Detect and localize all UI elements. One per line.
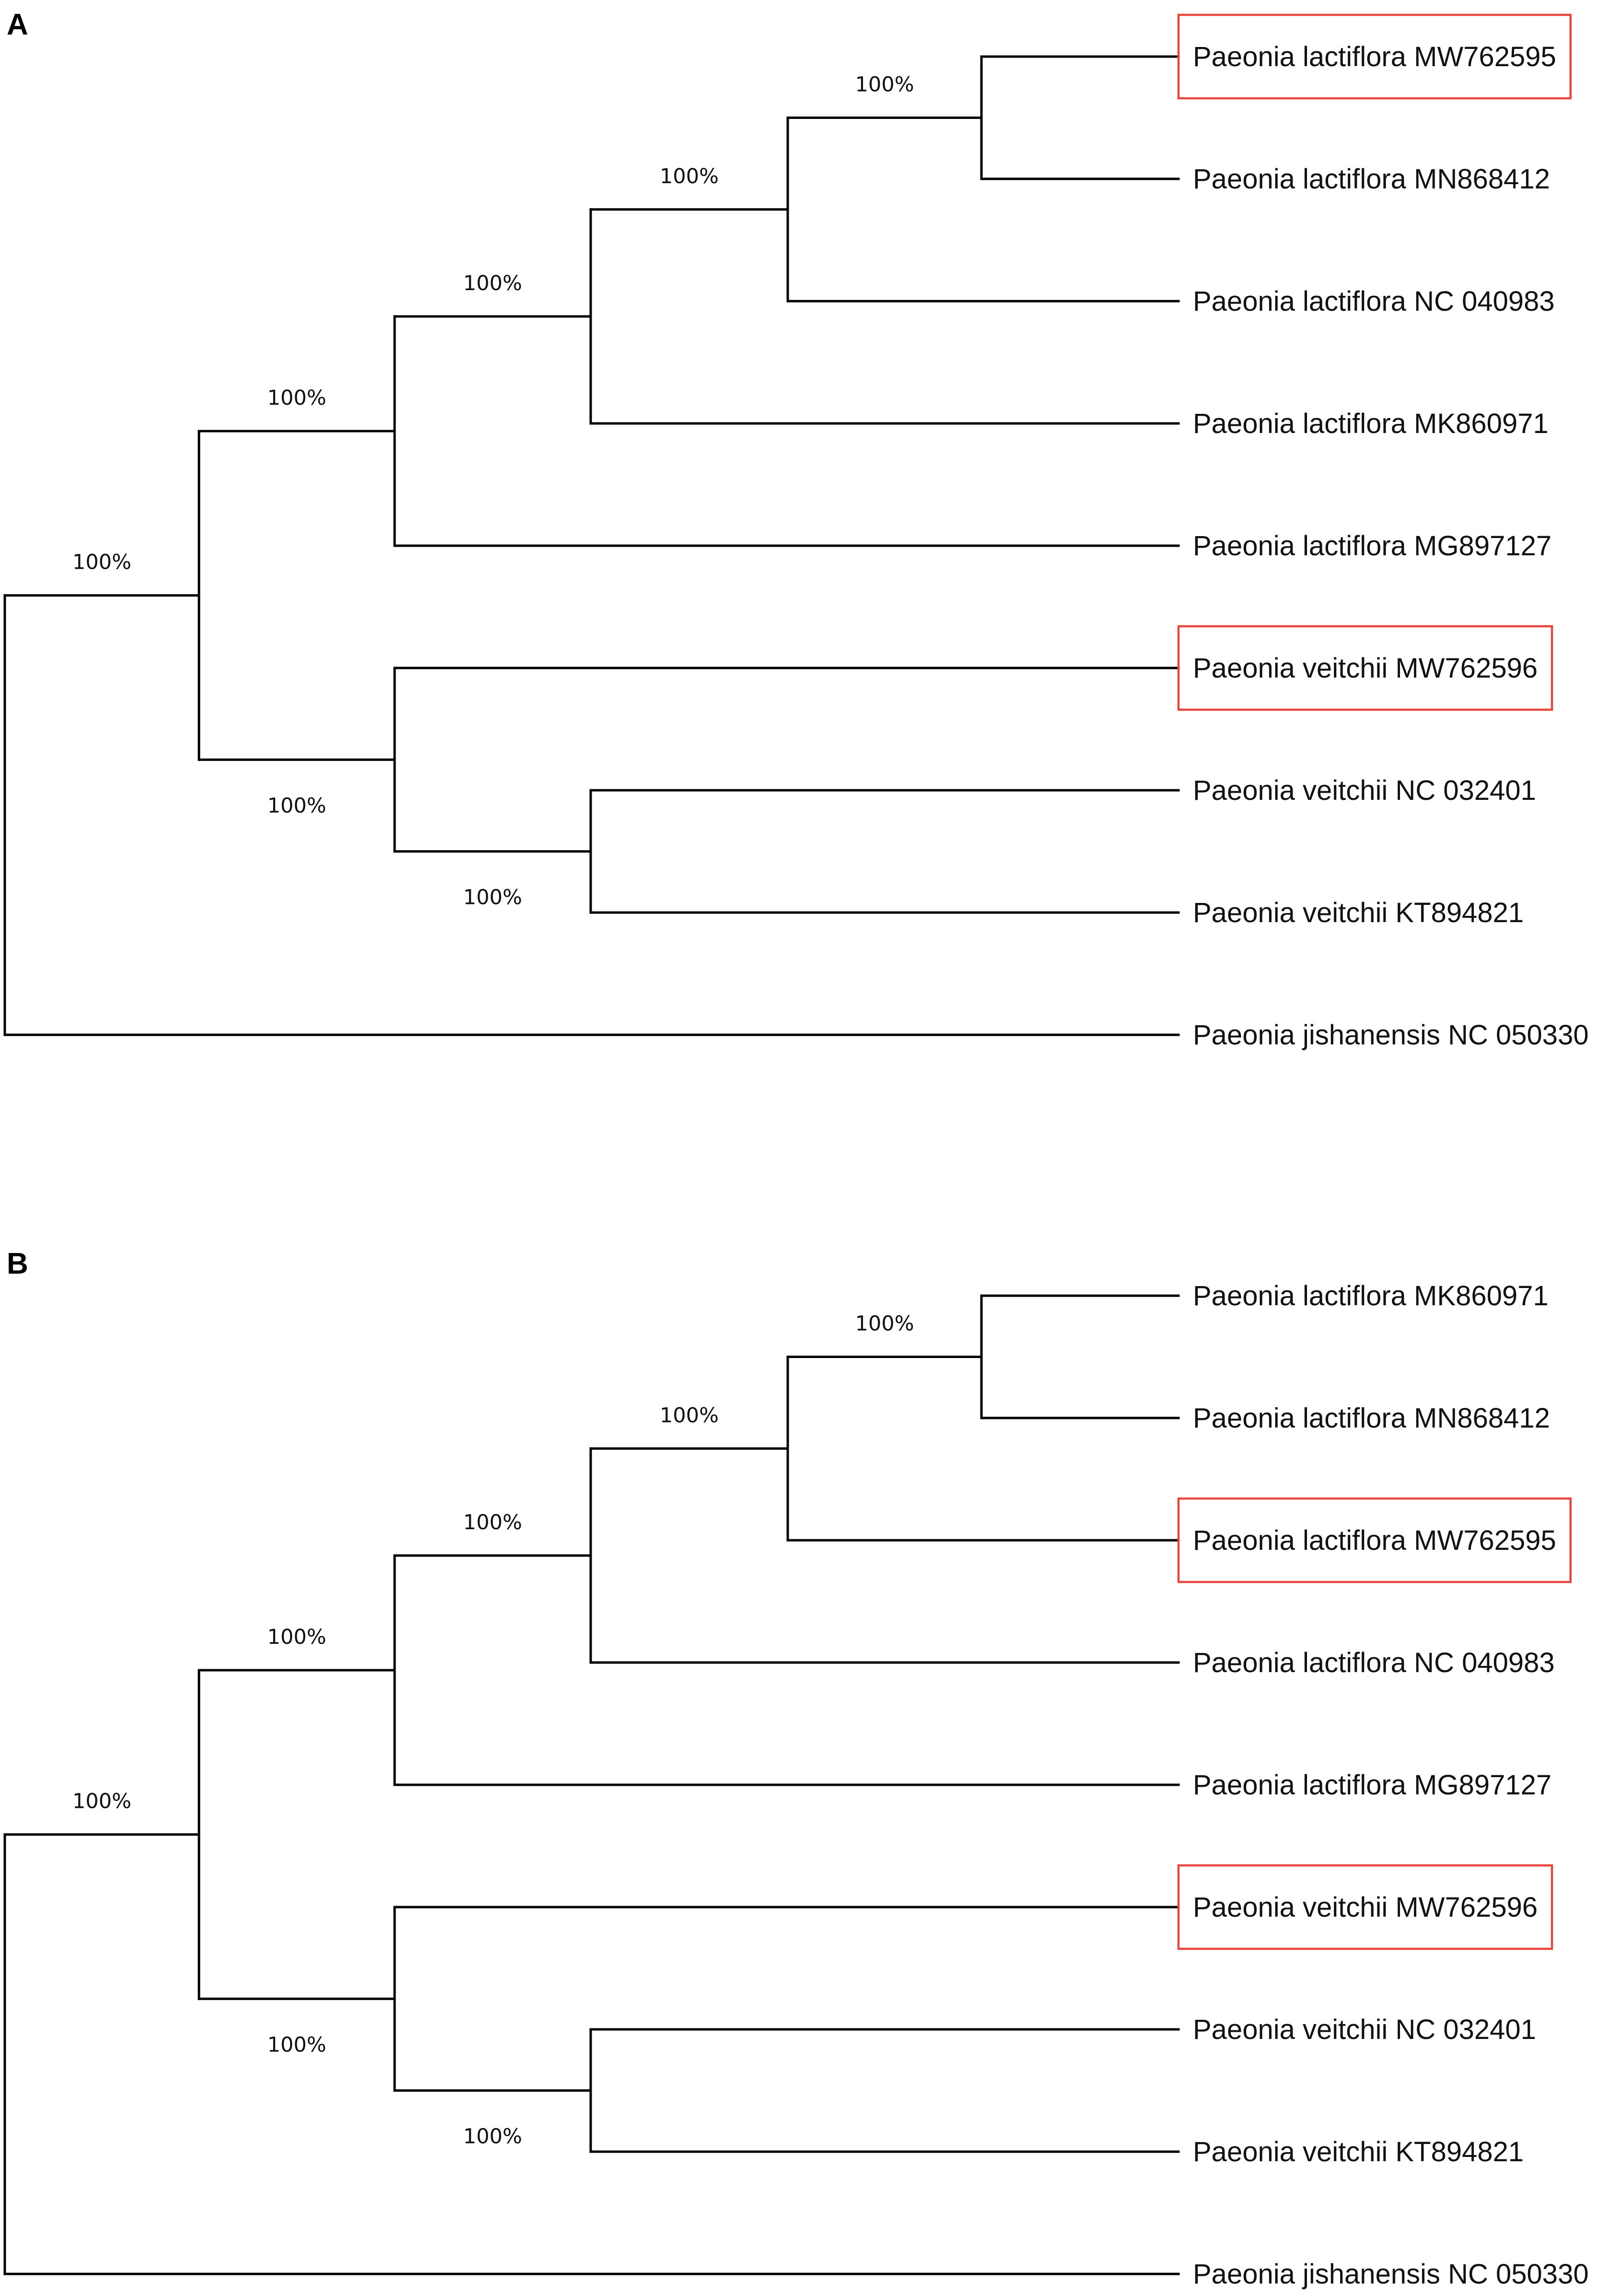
- highlight-box: [1177, 1864, 1553, 1950]
- taxon-label: Paeonia veitchii MW762596: [1193, 1892, 1538, 1923]
- bootstrap-support-label: 100%: [463, 2125, 522, 2149]
- bootstrap-support-label: 100%: [463, 886, 522, 910]
- taxon-label: Paeonia lactiflora MW762595: [1193, 1525, 1556, 1556]
- bootstrap-support-label: 100%: [268, 2033, 327, 2057]
- taxon-label: Paeonia lactiflora NC 040983: [1193, 1647, 1554, 1678]
- taxon-label: Paeonia veitchii KT894821: [1193, 897, 1524, 928]
- taxon-label: Paeonia lactiflora MW762595: [1193, 41, 1556, 72]
- taxon-label: Paeonia jishanensis NC 050330: [1193, 1019, 1588, 1051]
- bootstrap-support-label: 100%: [268, 794, 327, 818]
- bootstrap-support-label: 100%: [463, 1511, 522, 1535]
- taxon-label: Paeonia veitchii KT894821: [1193, 2136, 1524, 2167]
- taxon-label: Paeonia jishanensis NC 050330: [1193, 2259, 1588, 2290]
- taxon-label: Paeonia lactiflora MG897127: [1193, 1769, 1552, 1801]
- taxon-label: Paeonia lactiflora NC 040983: [1193, 286, 1554, 317]
- highlight-box: [1177, 1497, 1572, 1583]
- taxon-label: Paeonia lactiflora MN868412: [1193, 1403, 1550, 1434]
- bootstrap-support-label: 100%: [72, 1790, 131, 1814]
- taxon-label: Paeonia lactiflora MK860971: [1193, 1280, 1549, 1312]
- bootstrap-support-label: 100%: [660, 164, 719, 188]
- taxon-label: Paeonia veitchii NC 032401: [1193, 2014, 1536, 2045]
- tree-panel-a: A 100% 100% 100% 100% 100% 100% 100% Paeonia lac…: [3, 8, 1588, 1051]
- bootstrap-support-label: 100%: [660, 1404, 719, 1428]
- highlight-box: [1177, 13, 1572, 100]
- bootstrap-support-label: 100%: [463, 271, 522, 295]
- bootstrap-support-label: 100%: [855, 1312, 914, 1336]
- bootstrap-support-label: 100%: [268, 386, 327, 410]
- panel-label: B: [7, 1247, 28, 1280]
- bootstrap-support-label: 100%: [855, 73, 914, 97]
- taxon-label: Paeonia lactiflora MG897127: [1193, 530, 1552, 562]
- highlight-box: [1177, 625, 1553, 711]
- tree-panel-b: B 100% 100% 100% 100% 100% 100% 100% Paeonia lac…: [3, 1247, 1588, 2290]
- bootstrap-support-label: 100%: [268, 1625, 327, 1649]
- taxon-label: Paeonia lactiflora MN868412: [1193, 164, 1550, 195]
- bootstrap-support-label: 100%: [72, 551, 131, 574]
- taxon-label: Paeonia veitchii MW762596: [1193, 653, 1538, 684]
- panel-label: A: [7, 8, 28, 41]
- taxon-label: Paeonia veitchii NC 032401: [1193, 775, 1536, 806]
- taxon-label: Paeonia lactiflora MK860971: [1193, 408, 1549, 439]
